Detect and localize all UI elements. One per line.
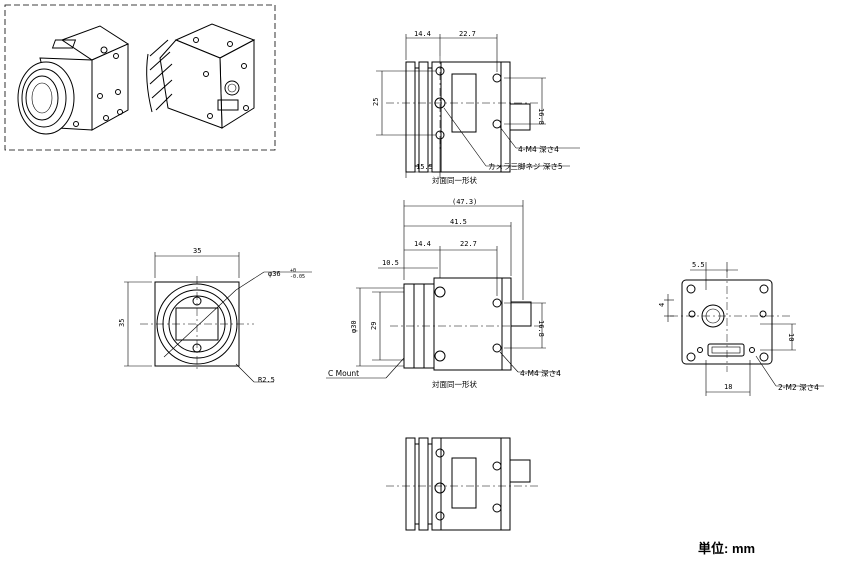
rear-dim-5-5: 5.5 xyxy=(692,261,705,269)
top-dim-15-5: 15.5 xyxy=(416,163,433,171)
side-note-m4: 4-M4 深さ4 xyxy=(520,369,561,378)
side-dim-47-3: (47.3) xyxy=(452,198,477,206)
front-tolerance-upper: +0 xyxy=(290,268,296,274)
side-note-opposite: 対面同一形状 xyxy=(432,379,477,389)
rear-view: 5.5 4 10 18 2-M2 深さ4 xyxy=(658,261,824,396)
isometric-camera-front xyxy=(17,25,130,135)
front-dim-r2-5: R2.5 xyxy=(258,376,275,384)
bottom-view xyxy=(386,437,540,531)
front-dim-35-width: 35 xyxy=(193,247,201,255)
rear-dim-18: 18 xyxy=(724,383,732,391)
rear-note-m2: 2-M2 深さ4 xyxy=(778,383,819,392)
top-view: 14.4 22.7 25 16.8 15.5 4-M4 深さ4 カメラ三脚ネジ … xyxy=(372,30,580,185)
isometric-illustration xyxy=(4,4,276,151)
front-view: 35 35 φ36 +0 -0.05 R2.5 xyxy=(118,247,312,384)
side-dim-41-5: 41.5 xyxy=(450,218,467,226)
isometric-camera-rear xyxy=(146,23,256,129)
top-dim-25: 25 xyxy=(372,98,380,106)
rear-dim-4: 4 xyxy=(658,303,666,307)
side-dim-29: 29 xyxy=(370,322,378,330)
front-dim-35-height: 35 xyxy=(118,319,126,327)
top-note-tripod-screw: カメラ三脚ネジ 深さ5 xyxy=(488,161,563,171)
unit-label: 単位: mm xyxy=(698,541,755,556)
side-dim-14-4: 14.4 xyxy=(414,240,431,248)
side-dim-22-7: 22.7 xyxy=(460,240,477,248)
top-note-m4: 4-M4 深さ4 xyxy=(518,145,559,154)
side-view: (47.3) 41.5 14.4 22.7 10.5 φ30 29 16.8 C… xyxy=(326,198,561,389)
front-tolerance-lower: -0.05 xyxy=(290,274,305,280)
top-dim-14-4: 14.4 xyxy=(414,30,431,38)
rear-dim-10: 10 xyxy=(787,333,795,341)
front-dim-phi36: φ36 xyxy=(268,270,281,278)
side-note-c-mount: C Mount xyxy=(328,369,359,378)
top-note-opposite: 対面同一形状 xyxy=(432,175,477,185)
top-dim-16-8: 16.8 xyxy=(537,108,545,125)
side-dim-16-8: 16.8 xyxy=(537,320,545,337)
side-dim-10-5: 10.5 xyxy=(382,259,399,267)
isometric-frame xyxy=(4,4,276,151)
top-dim-22-7: 22.7 xyxy=(459,30,476,38)
side-dim-phi30: φ30 xyxy=(350,320,358,333)
